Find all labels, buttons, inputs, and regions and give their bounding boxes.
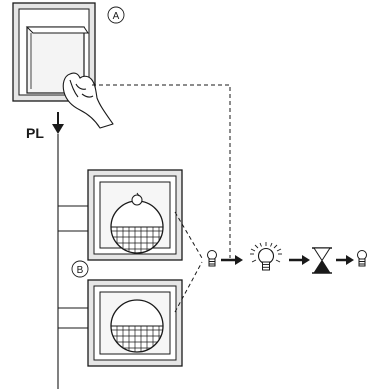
- push-button-switch-icon: [12, 2, 96, 102]
- arrow-right-icon: [289, 255, 310, 265]
- line-label: PL: [26, 125, 44, 141]
- lamp-on-icon: [250, 242, 282, 271]
- svg-text:A: A: [113, 11, 120, 22]
- svg-text:B: B: [77, 265, 84, 276]
- lamp-off-icon: [357, 250, 367, 267]
- down-arrow-icon: [52, 112, 64, 134]
- signal-lines: [92, 84, 231, 313]
- hourglass-icon: [312, 247, 332, 274]
- arrow-right-icon: [221, 255, 243, 265]
- arrow-right-icon: [336, 255, 354, 265]
- hand-press-icon: [62, 72, 114, 129]
- switch-label: A: [107, 6, 125, 24]
- presence-detector-icon: [87, 169, 183, 261]
- lamp-off-icon: [207, 250, 217, 267]
- presence-detector-icon: [87, 279, 183, 367]
- detector-label: B: [71, 260, 89, 278]
